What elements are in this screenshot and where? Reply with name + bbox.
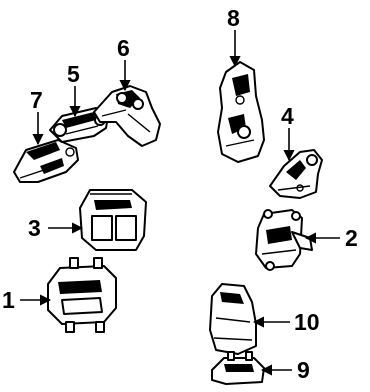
callout-6: 6 [117, 35, 130, 61]
callout-3: 3 [28, 215, 41, 241]
callout-9: 9 [297, 357, 310, 383]
part-6-upper-bracket [93, 85, 161, 147]
callout-4: 4 [281, 103, 294, 129]
callout-8: 8 [227, 5, 240, 31]
callout-10: 10 [294, 309, 320, 335]
callout-1: 1 [2, 287, 15, 313]
part-3-insulator [79, 189, 147, 251]
part-1-engine-mount [47, 257, 117, 333]
callout-5: 5 [67, 61, 80, 87]
callout-2: 2 [345, 225, 358, 251]
part-10-heat-shield [209, 283, 257, 355]
callout-7: 7 [30, 87, 43, 113]
leader-lines [20, 30, 340, 376]
part-2-engine-mount [255, 209, 313, 271]
part-7-bracket [13, 139, 79, 183]
part-8-tall-bracket [217, 61, 265, 163]
callout-numbers: 7 5 6 8 4 3 2 1 10 9 [2, 5, 358, 383]
part-4-bracket [269, 149, 323, 199]
part-9-small-mount [211, 351, 265, 385]
